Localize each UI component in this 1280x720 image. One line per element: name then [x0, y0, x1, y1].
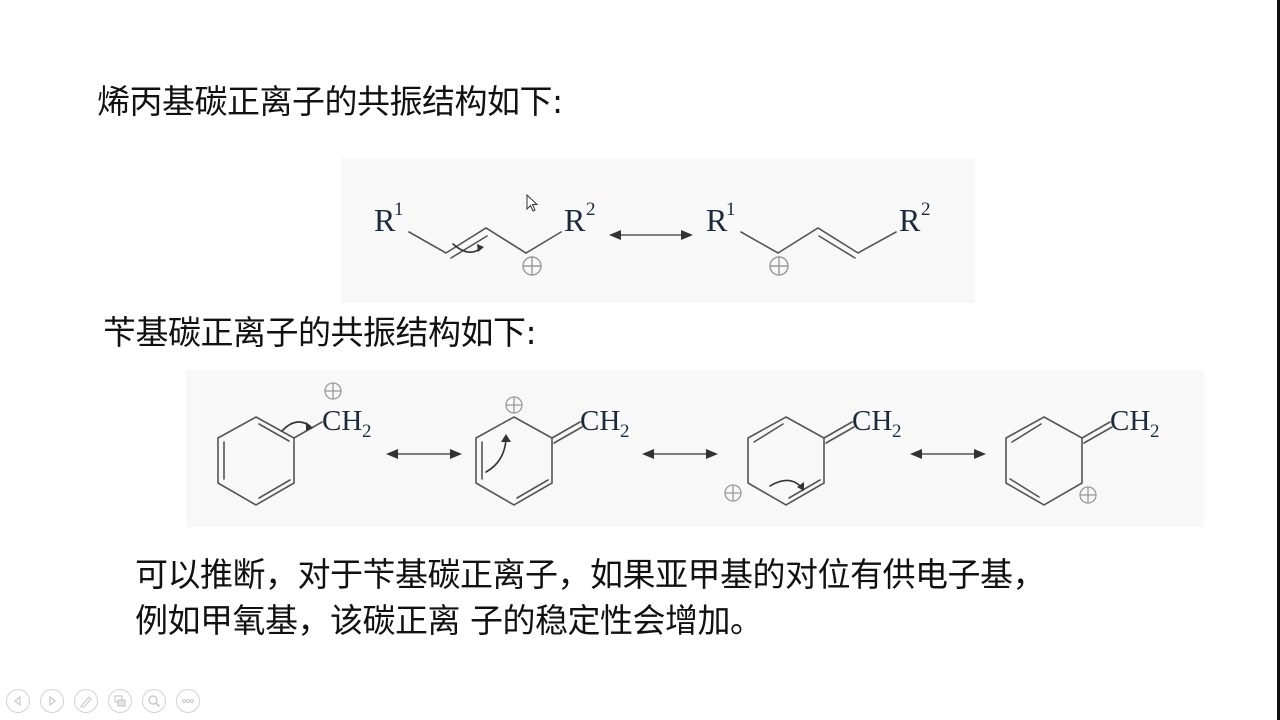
next-slide-button[interactable] — [40, 689, 64, 713]
benzyl-resonance-figure: CH 2 CH 2 CH 2 CH 2 — [186, 370, 1204, 527]
allyl-resonance-figure: R 1 R 2 R 1 R 2 — [341, 158, 975, 303]
conclusion-line-1: 可以推断，对于苄基碳正离子，如果亚甲基的对位有供电子基， — [135, 555, 1046, 594]
heading-benzyl-cation: 苄基碳正离子的共振结构如下: — [103, 313, 537, 352]
slide-sorter-button[interactable] — [108, 689, 132, 713]
svg-text:R: R — [374, 202, 396, 238]
slideshow-nav-bar — [6, 689, 200, 715]
previous-slide-button[interactable] — [6, 689, 30, 713]
svg-text:2: 2 — [1150, 421, 1160, 442]
pen-tool-button[interactable] — [74, 689, 98, 713]
zoom-button[interactable] — [142, 689, 166, 713]
svg-text:R: R — [564, 202, 586, 238]
svg-text:2: 2 — [921, 199, 931, 220]
heading-allyl-cation: 烯丙基碳正离子的共振结构如下: — [97, 82, 563, 121]
chevron-left-icon — [14, 695, 21, 707]
conclusion-text: 可以推断，对于苄基碳正离子，如果亚甲基的对位有供电子基， 例如甲氧基，该碳正离 … — [135, 552, 1046, 644]
svg-text:2: 2 — [892, 421, 902, 442]
window-edge-border — [1277, 0, 1280, 720]
svg-text:2: 2 — [620, 421, 630, 442]
chevron-right-icon — [49, 695, 56, 707]
benzyl-resonance-diagram: CH 2 CH 2 CH 2 CH 2 — [217, 382, 1160, 506]
svg-text:CH: CH — [1110, 405, 1150, 437]
allyl-resonance-diagram: R 1 R 2 R 1 R 2 — [374, 199, 931, 276]
mouse-cursor-icon — [526, 193, 540, 218]
svg-text:R: R — [899, 202, 921, 238]
svg-text:2: 2 — [362, 421, 372, 442]
svg-text:1: 1 — [726, 199, 736, 220]
svg-text:R: R — [706, 202, 728, 238]
svg-text:CH: CH — [852, 405, 892, 437]
magnifier-icon — [148, 695, 161, 708]
svg-text:1: 1 — [394, 199, 404, 220]
svg-text:CH: CH — [580, 405, 620, 437]
svg-text:CH: CH — [322, 405, 362, 437]
more-options-button[interactable] — [176, 689, 200, 713]
conclusion-line-2: 例如甲氧基，该碳正离 子的稳定性会增加。 — [135, 601, 763, 640]
pen-icon — [80, 696, 92, 708]
ellipsis-icon — [182, 699, 194, 703]
svg-text:2: 2 — [586, 199, 596, 220]
slides-icon — [114, 695, 126, 707]
